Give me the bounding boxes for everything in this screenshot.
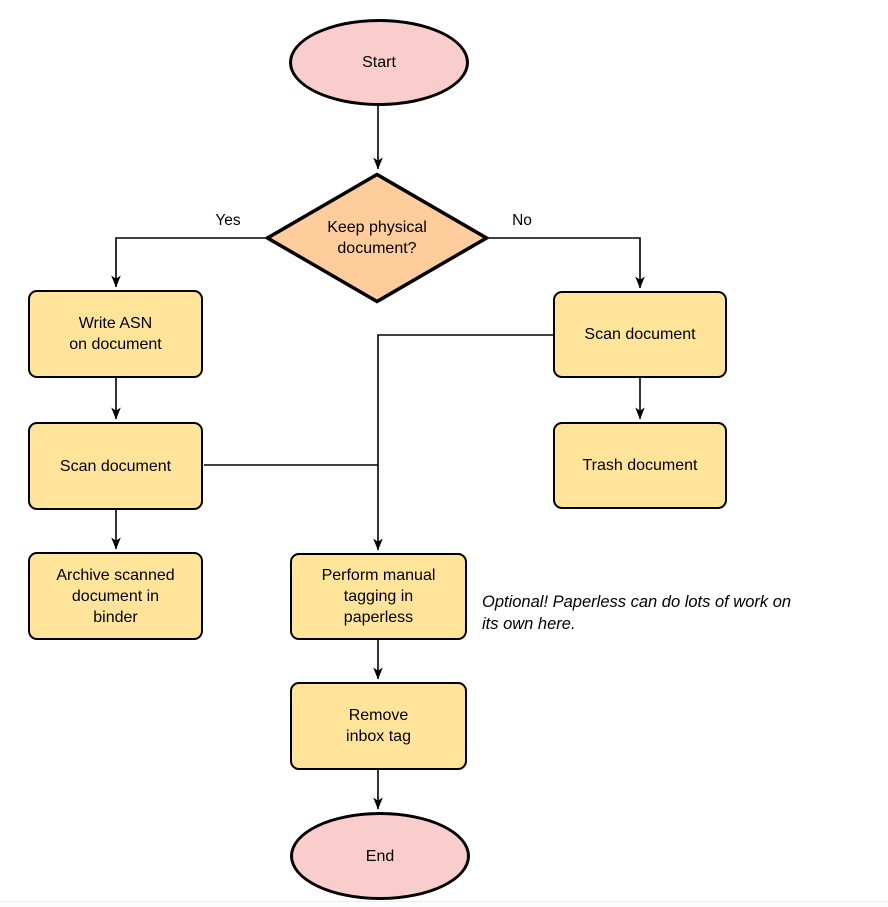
edge-decision-to-scan-right	[489, 237, 645, 289]
edge-label-no: No	[512, 212, 532, 229]
node-start-label: Start	[362, 52, 396, 73]
node-scan-document-right: Scan document	[553, 291, 727, 378]
node-archive-binder-line: binder	[93, 608, 138, 626]
node-archive-binder-line: Archive scanned	[56, 566, 175, 584]
node-remove-inbox-tag-line: Remove	[348, 707, 409, 724]
node-end-label: End	[366, 846, 394, 867]
node-trash-document-label: Trash document	[582, 455, 697, 476]
node-trash-document: Trash document	[553, 422, 727, 509]
node-write-asn-label: Write ASN on document	[69, 313, 162, 355]
node-scan-document-left: Scan document	[28, 422, 203, 510]
node-manual-tagging-line: paperless	[343, 609, 414, 626]
node-archive-binder: Archive scanned document in binder	[28, 552, 203, 640]
node-write-asn-line: on document	[69, 336, 162, 353]
node-remove-inbox-tag: Remove inbox tag	[290, 682, 467, 770]
node-write-asn: Write ASN on document	[28, 290, 203, 378]
node-scan-document-right-label: Scan document	[584, 324, 695, 345]
node-start-line: Start	[362, 54, 396, 71]
node-decision: Keep physical document?	[265, 172, 489, 304]
node-write-asn-line: Write ASN	[78, 315, 153, 332]
annotation-optional-note-line: its own here.	[482, 614, 576, 633]
node-manual-tagging: Perform manual tagging in paperless	[290, 553, 467, 640]
node-archive-binder-label: Archive scanned document in binder	[56, 565, 174, 628]
annotation-optional-note-line: Optional! Paperless can do lots of work …	[482, 593, 792, 611]
node-scan-document-right-line: Scan document	[584, 326, 696, 343]
node-archive-binder-line: document in	[71, 587, 160, 605]
page-bottom-divider	[0, 901, 888, 907]
node-end: End	[290, 812, 470, 900]
edge-decision-to-write-asn	[111, 237, 265, 288]
edge-label-yes: Yes	[215, 212, 241, 229]
decision-diamond-shape	[265, 172, 489, 304]
node-start: Start	[289, 19, 469, 106]
node-remove-inbox-tag-label: Remove inbox tag	[346, 705, 411, 747]
node-trash-document-line: Trash document	[582, 457, 698, 474]
node-decision-line: document?	[337, 240, 417, 257]
edge-scan-right-to-tagging	[373, 334, 553, 551]
node-manual-tagging-line: Perform manual	[321, 567, 436, 584]
node-remove-inbox-tag-line: inbox tag	[346, 728, 411, 745]
node-manual-tagging-line: tagging in	[343, 588, 414, 605]
node-decision-line: Keep physical	[327, 219, 427, 236]
node-scan-document-left-line: Scan document	[59, 457, 172, 475]
node-scan-document-left-label: Scan document	[60, 456, 171, 477]
node-end-line: End	[365, 847, 395, 865]
annotation-optional-note: Optional! Paperless can do lots of work …	[482, 592, 791, 635]
node-manual-tagging-label: Perform manual tagging in paperless	[322, 565, 436, 628]
node-decision-label: Keep physical document?	[327, 217, 427, 259]
